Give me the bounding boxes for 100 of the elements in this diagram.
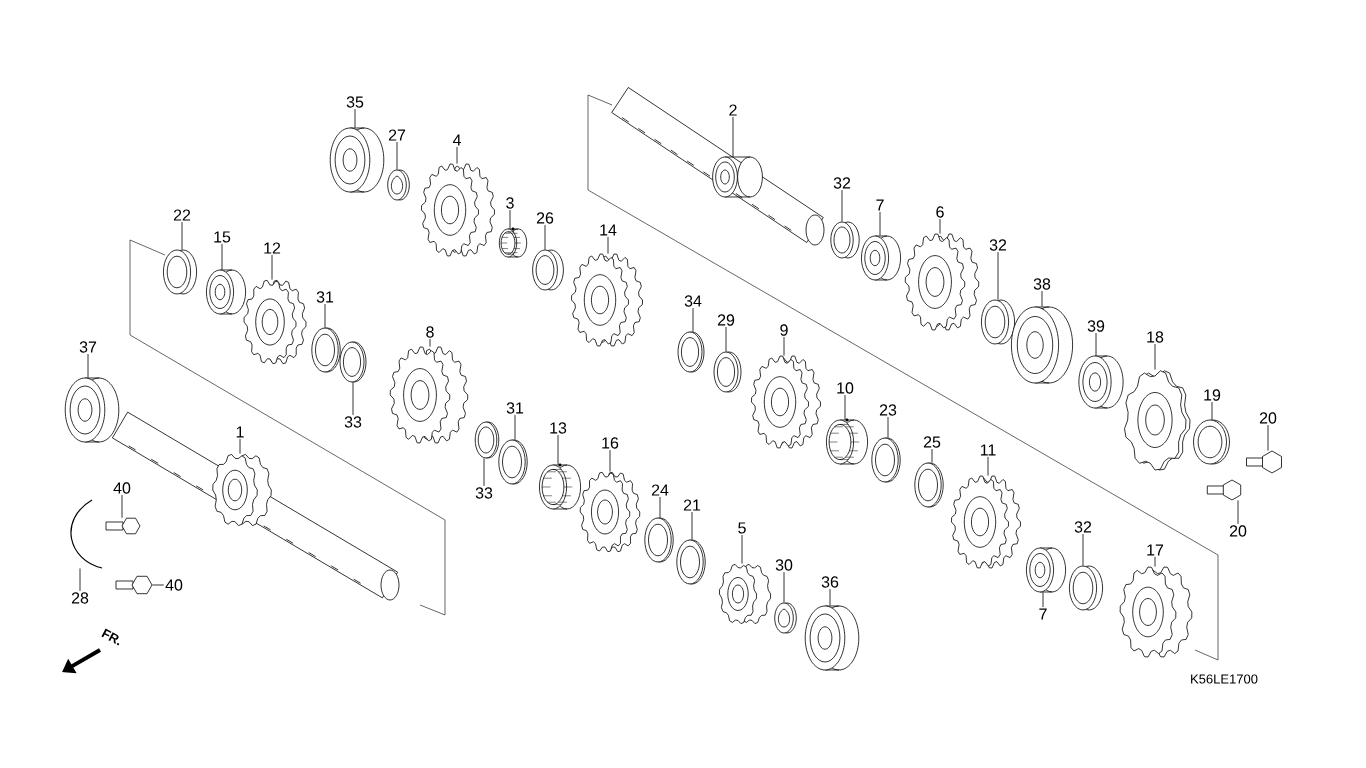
callout-number: 10 xyxy=(837,382,854,394)
bearing-drawing xyxy=(206,269,246,315)
bolt-drawing xyxy=(1206,479,1242,501)
leader-line xyxy=(557,434,559,465)
plate-drawing xyxy=(70,499,103,569)
callout-number: 24 xyxy=(651,484,669,496)
callout-number: 2 xyxy=(729,104,737,116)
callout-number: 4 xyxy=(452,134,461,146)
leader-line xyxy=(221,243,223,270)
gear-drawing xyxy=(243,279,307,365)
leader-line xyxy=(87,353,89,378)
callout-number: 19 xyxy=(1204,389,1221,401)
leader-line xyxy=(939,218,941,234)
needle-bearing-drawing xyxy=(498,227,528,258)
callout-number: 18 xyxy=(1147,331,1164,343)
leader-line xyxy=(691,511,693,540)
callout-number: 28 xyxy=(71,592,89,604)
leader-line xyxy=(544,224,546,250)
gear-drawing xyxy=(1119,566,1193,658)
gear-drawing xyxy=(951,475,1021,569)
callout-number: 21 xyxy=(683,499,701,511)
bearing-drawing xyxy=(712,156,763,198)
needle-bearing-drawing xyxy=(826,418,868,465)
leader-line xyxy=(609,449,611,472)
gear-drawing xyxy=(751,355,821,449)
leader-line xyxy=(987,456,989,476)
washer-drawing xyxy=(339,341,367,383)
leader-line xyxy=(1211,401,1213,420)
callout-number: 6 xyxy=(936,206,944,218)
leader-line xyxy=(607,236,609,254)
leader-line xyxy=(354,108,356,128)
leader-line xyxy=(931,448,933,463)
callout-number: 7 xyxy=(1039,608,1047,620)
washer-drawing xyxy=(713,351,742,393)
callout-number: 1 xyxy=(236,426,244,438)
callout-number: 39 xyxy=(1087,320,1105,332)
washer-drawing xyxy=(830,221,860,259)
washer-drawing xyxy=(532,249,564,291)
callout-number: 20 xyxy=(1229,525,1247,537)
leader-line xyxy=(692,307,694,332)
bearing-drawing xyxy=(1011,306,1073,384)
leader-line xyxy=(1082,533,1084,566)
gear-drawing xyxy=(212,454,272,526)
callout-number: 40 xyxy=(113,482,131,494)
needle-bearing-drawing xyxy=(539,463,581,510)
leader-line xyxy=(829,588,831,606)
diagram-code: K56LE1700 xyxy=(1191,674,1258,684)
leader-line xyxy=(324,303,326,328)
leader-line xyxy=(509,209,511,229)
bolt-drawing xyxy=(1246,450,1282,474)
callout-number: 14 xyxy=(600,224,617,236)
leader-line xyxy=(1042,592,1044,608)
leader-line xyxy=(352,382,354,416)
callout-number: 22 xyxy=(173,209,191,221)
gear-drawing xyxy=(571,253,643,347)
leader-line xyxy=(1154,556,1156,567)
callout-number: 15 xyxy=(214,231,231,243)
washer-drawing xyxy=(774,602,797,634)
callout-number: 9 xyxy=(780,324,788,336)
callout-number: 38 xyxy=(1033,278,1051,290)
callout-number: 35 xyxy=(346,96,364,108)
bearing-drawing xyxy=(861,235,901,281)
washer-drawing xyxy=(981,299,1015,345)
gear-drawing xyxy=(719,564,771,624)
leader-line xyxy=(1237,500,1239,525)
leader-line xyxy=(783,336,785,356)
leader-line xyxy=(396,141,398,170)
callout-number: 33 xyxy=(344,416,362,428)
washer-drawing xyxy=(311,327,341,373)
washer-drawing xyxy=(871,437,901,483)
leader-line xyxy=(1095,332,1097,356)
leader-line xyxy=(879,211,881,236)
callout-number: 7 xyxy=(876,199,884,211)
leader-line xyxy=(79,568,81,592)
leader-line xyxy=(456,146,458,164)
callout-number: 12 xyxy=(264,242,281,254)
washer-drawing xyxy=(474,421,500,459)
leader-line xyxy=(239,438,241,454)
callout-number: 25 xyxy=(923,436,941,448)
bearing-drawing xyxy=(1026,547,1066,593)
leader-line xyxy=(844,394,846,420)
callout-number: 3 xyxy=(506,197,514,209)
bolt-drawing xyxy=(115,575,153,595)
leader-line xyxy=(887,416,889,438)
leader-line xyxy=(732,116,734,157)
leader-line xyxy=(429,338,431,347)
leader-line xyxy=(152,584,165,586)
direction-label: FR. xyxy=(101,628,120,646)
leader-line xyxy=(1041,290,1043,307)
callout-number: 33 xyxy=(475,487,493,499)
washer-drawing xyxy=(676,539,706,585)
gear-drawing xyxy=(904,233,980,331)
callout-number: 36 xyxy=(821,576,839,588)
gear-drawing xyxy=(1124,370,1191,471)
callout-number: 31 xyxy=(316,291,334,303)
callout-number: 32 xyxy=(1074,521,1092,533)
callout-number: 16 xyxy=(602,437,619,449)
leader-line xyxy=(121,494,123,519)
washer-drawing xyxy=(1193,419,1230,465)
callout-number: 17 xyxy=(1147,544,1164,556)
